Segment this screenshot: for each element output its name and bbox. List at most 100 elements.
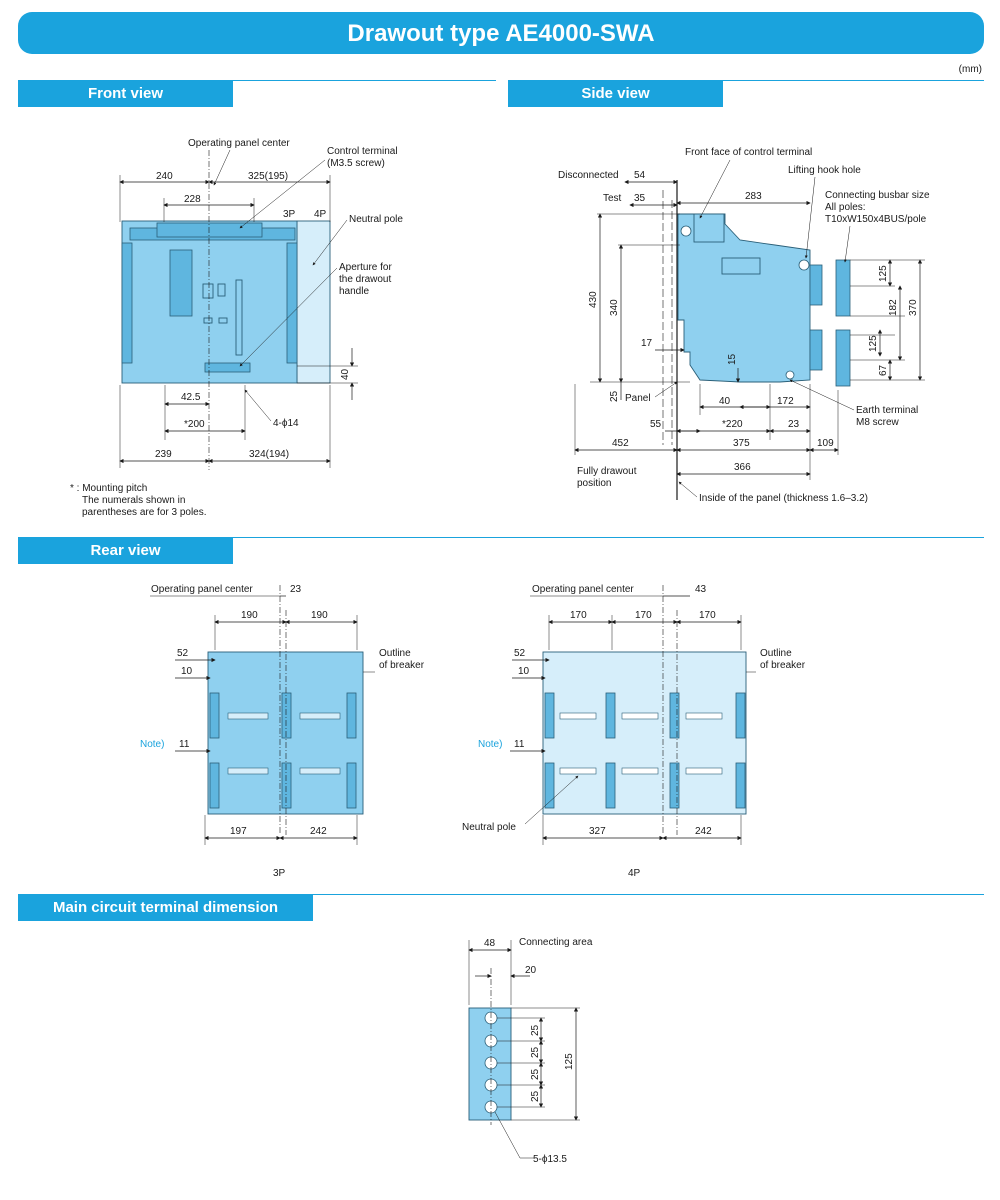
front-button-2 [218,317,228,324]
rear-4p-dim-327: 327 [589,826,606,837]
side-dim-17: 17 [641,338,653,349]
front-dim-228: 228 [184,194,201,205]
front-view-drawing: 240 325(195) 228 Operating panel center … [70,138,403,518]
front-right-rail [286,242,298,364]
front-handle-slot [235,279,243,356]
side-dim-283: 283 [745,191,762,202]
terminal-header: Main circuit terminal dimension [18,895,313,921]
rear-4p-neutral-pole: Neutral pole [462,822,516,833]
front-panel-window [169,249,193,317]
rear-4p-dim-170a: 170 [570,610,587,621]
front-switch-2 [217,283,226,297]
side-busbar-3: T10xW150x4BUS/pole [825,214,927,225]
side-dim-375: 375 [733,438,750,449]
rear-4p-note: Note) [478,739,502,750]
front-note-3: parentheses are for 3 poles. [82,507,207,518]
front-aperture-3: handle [339,286,369,297]
front-control-terminal-screw: (M3.5 screw) [327,158,385,169]
rear-3p-operating-center: Operating panel center [151,584,253,595]
front-operating-panel-center: Operating panel center [188,138,290,149]
side-nameplate [721,257,761,275]
side-lifting-hole-1 [680,225,692,237]
rear-3p-terminal-2b [281,762,292,809]
side-earth-terminal [785,370,795,380]
terminal-dim-25a: 25 [530,1024,541,1036]
side-dim-366: 366 [734,462,751,473]
side-dim-220: *220 [722,419,743,430]
side-view-header: Side view [508,81,723,107]
side-dim-172: 172 [777,396,794,407]
control-terminal-block [156,222,263,238]
side-front-face: Front face of control terminal [685,147,812,158]
rear-4p-outline-1: Outline [760,648,792,659]
side-dim-125a: 125 [878,265,889,282]
terminal-rule [18,894,984,895]
side-upper-stub [809,264,823,306]
terminal-drawing: 48 Connecting area 20 25 25 25 25 125 5-… [468,937,593,1165]
rear-4p-label: 4P [628,868,641,879]
rear-4p-dim-43: 43 [695,584,707,595]
side-disconnected: Disconnected [558,170,619,181]
terminal-dim-25d: 25 [530,1090,541,1102]
rear-3p-note: Note) [140,739,164,750]
side-dim-67: 67 [878,364,889,376]
side-dim-35: 35 [634,193,646,204]
rear-3p-dim-11: 11 [179,739,190,750]
side-view-drawing: Disconnected 54 Test 35 Front face of co… [558,147,930,504]
side-earth-2: M8 screw [856,417,900,428]
side-drawout-1: Fully drawout [577,466,637,477]
rear-4p-drawing: Operating panel center 43 170 170 170 52… [462,584,806,879]
front-button-1 [203,317,213,324]
rear-3p-terminal-1b [209,762,220,809]
side-busbar-2: All poles: [825,202,866,213]
rear-3p-drawing: Operating panel center 23 190 190 52 10 … [140,584,425,879]
rear-3p-terminal-3a [346,692,357,739]
side-dim-15: 15 [727,353,738,365]
front-dim-40: 40 [340,368,351,380]
rear-3p-dim-10: 10 [181,666,193,677]
front-dim-324: 324(194) [249,449,289,460]
front-dim-240: 240 [156,171,173,182]
side-upper-busbar [835,259,851,317]
rear-3p-outline-2: of breaker [379,660,425,671]
terminal-dim-48: 48 [484,938,496,949]
side-dim-40: 40 [719,396,731,407]
terminal-dim-25c: 25 [530,1068,541,1080]
front-note-2: The numerals shown in [82,495,185,506]
side-dim-125b: 125 [868,335,879,352]
rear-4p-dim-170c: 170 [699,610,716,621]
side-dim-430: 430 [588,291,599,308]
side-dim-54: 54 [634,170,646,181]
side-dim-23: 23 [788,419,800,430]
rear-4p-dim-52: 52 [514,648,526,659]
front-dim-239: 239 [155,449,172,460]
rear-3p-dim-197: 197 [230,826,247,837]
rear-4p-dim-170b: 170 [635,610,652,621]
terminal-holes: 5-ϕ13.5 [533,1154,567,1165]
rear-view-header: Rear view [18,538,233,564]
rear-4p-outline-2: of breaker [760,660,806,671]
side-drawout-2: position [577,478,611,489]
front-control-terminal: Control terminal [327,146,398,157]
front-left-rail [121,242,133,364]
side-earth-1: Earth terminal [856,405,918,416]
front-note-1: * : Mounting pitch [70,483,147,494]
side-inside-panel: Inside of the panel (thickness 1.6–3.2) [699,493,868,504]
side-lower-stub [809,329,823,371]
terminal-dim-20: 20 [525,965,537,976]
side-lifting-hole-2 [798,259,810,271]
side-breaker-body [677,213,811,383]
front-dim-200: *200 [184,419,205,430]
front-neutral-pole: Neutral pole [349,214,403,225]
side-control-terminal [693,213,725,243]
rear-3p-dim-52: 52 [177,648,189,659]
front-dim-325: 325(195) [248,171,288,182]
side-test: Test [603,193,622,204]
rear-view-rule [18,537,984,538]
terminal-dim-125: 125 [564,1053,575,1070]
rear-3p-terminal-3b [346,762,357,809]
unit-label: (mm) [958,64,982,75]
front-aperture-2: the drawout [339,274,391,285]
front-breaker-body [121,220,298,384]
